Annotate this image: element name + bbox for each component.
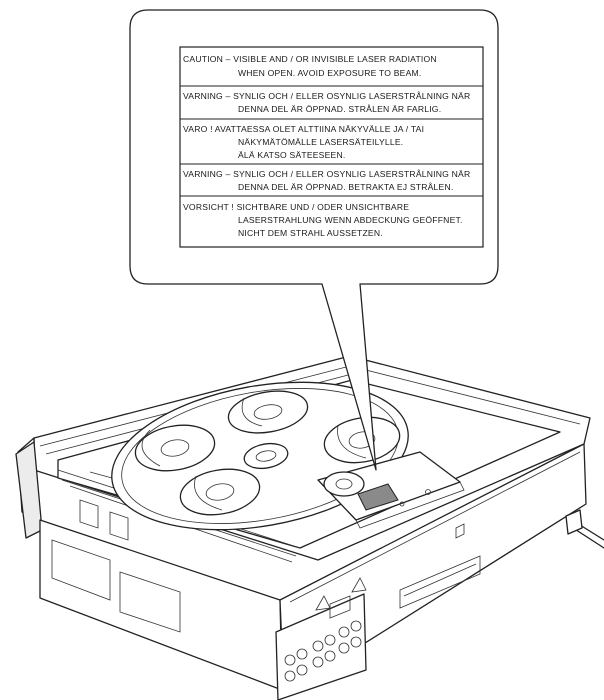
label-caution-line-1: CAUTION – VISIBLE AND / OR INVISIBLE LAS…: [183, 54, 437, 64]
pickup-assembly: [317, 451, 465, 529]
cd-changer-unit: [15, 355, 604, 700]
label-varning-se-line-1: VARNING – SYNLIG OCH / ELLER OSYNLIG LAS…: [183, 91, 470, 101]
label-varo-line-3: ÄLÄ KATSO SÄTEESEEN.: [238, 150, 345, 160]
label-varning-se-line-2: DENNA DEL ÄR ÖPPNAD. STRÅLEN ÄR FARLIG.: [238, 104, 441, 114]
rca-jacks: [284, 620, 362, 682]
laser-label-patch: [357, 483, 399, 511]
label-varning-dk-line-1: VARNING – SYNLIG OCH / ELLER OSYNLIG LAS…: [183, 169, 470, 179]
label-vorsicht-line-3: NICHT DEM STRAHL AUSSETZEN.: [238, 228, 383, 238]
label-varning-dk-line-2: DENNA DEL ÄR ÖPPNAD. BETRAKTA EJ STRÅLEN…: [238, 182, 453, 192]
label-caution-line-2: WHEN OPEN. AVOID EXPOSURE TO BEAM.: [238, 68, 422, 78]
label-varo-line-1: VARO ! AVATTAESSA OLET ALTTIINA NÄKYVÄLL…: [183, 124, 424, 134]
label-vorsicht-line-1: VORSICHT ! SICHTBARE UND / ODER UNSICHTB…: [183, 202, 409, 212]
label-varo-line-2: NÄKYMÄTÖMÄLLE LASERSÄTEILYLLE.: [238, 137, 403, 147]
laser-warning-label: CAUTION – VISIBLE AND / OR INVISIBLE LAS…: [179, 46, 484, 248]
label-vorsicht-line-2: LASERSTRAHLUNG WENN ABDECKUNG GEÖFFNET.: [238, 215, 463, 225]
